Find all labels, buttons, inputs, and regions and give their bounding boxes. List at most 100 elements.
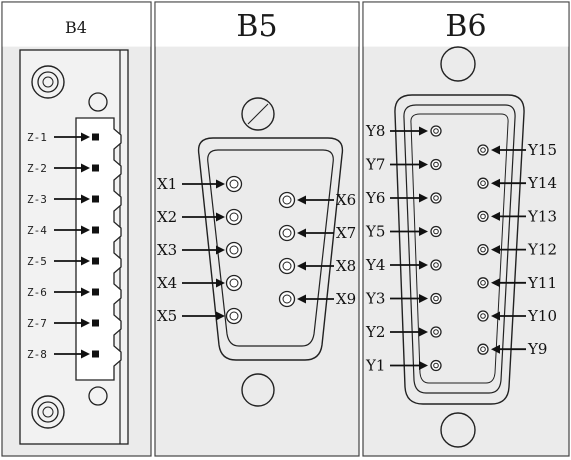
b4-pin-label: Z-7 (27, 317, 47, 330)
b5-pin-label: X5 (157, 307, 177, 325)
b4-terminal-contact (92, 164, 99, 172)
b6-pin-arrow (491, 211, 526, 221)
b4-terminal-contact (92, 195, 99, 203)
b6-pin (430, 192, 442, 204)
b6-top-hole-icon (440, 46, 476, 82)
b5-pin-label: X3 (157, 241, 177, 259)
b6-pin-arrow (491, 178, 526, 188)
b6-pin-arrow (390, 160, 428, 169)
b5-pin-label: X7 (336, 224, 356, 242)
b6-pin-label: Y10 (527, 307, 557, 325)
b4-top-hole-icon (88, 92, 108, 112)
b4-bottom-hole-icon (88, 386, 108, 406)
b6-pin-label: Y1 (365, 357, 385, 375)
b4-pin-arrow (54, 256, 90, 266)
b6-pin-label: Y5 (365, 223, 385, 241)
b5-pin-arrow (297, 195, 334, 205)
b5-dsub-shell-inner (207, 149, 334, 347)
b4-pin-label: Z-3 (27, 193, 47, 206)
b4-terminal-contact (92, 226, 99, 234)
panel-b6-header (363, 2, 569, 47)
b6-pin-arrow (491, 145, 526, 155)
b5-pin-label: X2 (157, 208, 177, 226)
b6-pin-arrow (390, 361, 428, 370)
b6-pin (477, 310, 489, 322)
b5-pin-arrow (182, 311, 225, 321)
b6-dsub-shell-middle (403, 104, 516, 394)
b6-pin-label: Y2 (365, 323, 385, 341)
b4-pin-label: Z-6 (27, 286, 47, 299)
b4-pin-group: Z-1Z-2Z-3Z-4Z-5Z-6Z-7Z-8 (27, 131, 99, 361)
b5-pin-arrow (297, 228, 334, 238)
panel-b6-title: B6 (445, 9, 486, 44)
b6-pin (477, 243, 489, 256)
b6-pin-label: Y14 (527, 174, 557, 192)
panel-b4-header (2, 2, 151, 47)
panel-b6-frame (362, 1, 570, 457)
b6-pin (430, 158, 442, 171)
b6-pin (477, 343, 489, 355)
b6-pin-arrow (491, 311, 526, 321)
b6-pin-arrow (491, 245, 526, 255)
b5-pin-arrow (182, 212, 225, 222)
b5-pin (225, 208, 243, 226)
b5-pin (225, 241, 243, 259)
b6-bottom-hole-icon (440, 412, 476, 448)
b4-pin-label: Z-8 (27, 348, 47, 361)
b5-pin-label: X8 (336, 257, 356, 275)
b6-pin-label: Y6 (365, 189, 385, 207)
b4-pin-label: Z-4 (27, 224, 47, 237)
b4-terminal-contact (92, 319, 99, 327)
b4-bottom-screw-icon (31, 395, 65, 429)
b6-pin-arrow (390, 193, 428, 203)
b6-pin (430, 225, 442, 238)
b6-pin-label: Y15 (527, 141, 557, 159)
b4-pin-label: Z-5 (27, 255, 47, 268)
b5-pin (225, 175, 243, 193)
b6-pin (430, 326, 442, 338)
b6-pin-label: Y4 (365, 256, 385, 274)
b4-terminal-contact (92, 350, 99, 358)
b5-pin-arrow (182, 278, 225, 288)
b5-pin-label: X6 (336, 191, 356, 209)
b6-pin-arrow (390, 126, 428, 136)
panel-b5-title: B5 (236, 9, 277, 44)
b6-pin-label: Y12 (527, 241, 557, 259)
b6-pin-label: Y9 (527, 340, 547, 358)
b6-pin (430, 359, 442, 372)
b6-pin (477, 210, 489, 223)
b4-terminal-contact (92, 288, 99, 296)
b5-pin-arrow (182, 179, 225, 189)
b5-pin-label: X4 (157, 274, 177, 292)
b6-pin-arrow (390, 227, 428, 236)
b5-pin (225, 274, 243, 292)
b6-pin-label: Y11 (527, 274, 557, 292)
b6-dsub-shell-inner (410, 113, 509, 384)
b5-pin (278, 191, 296, 209)
b6-pin-arrow (390, 260, 428, 270)
b6-pin-arrow (491, 344, 526, 354)
b4-pin-arrow (54, 318, 90, 328)
b6-pin (430, 259, 442, 271)
b5-pin-label: X1 (157, 175, 177, 193)
b6-dsub-shell-outer (394, 94, 525, 405)
b4-pin-arrow (54, 349, 90, 359)
b6-pin (430, 292, 442, 305)
b6-pin (430, 125, 442, 137)
b6-pin (477, 177, 489, 189)
b4-terminal-strip (75, 117, 122, 381)
b5-pin-arrow (297, 261, 334, 271)
b5-pin (278, 290, 296, 308)
b5-top-hole-icon (241, 97, 275, 131)
b6-pin-arrow (491, 278, 526, 288)
b5-pin-arrow (297, 294, 334, 304)
b4-pin-arrow (54, 163, 90, 173)
b6-pin-label: Y3 (365, 290, 385, 308)
b4-pin-arrow (54, 225, 90, 235)
b5-pin (278, 224, 296, 242)
